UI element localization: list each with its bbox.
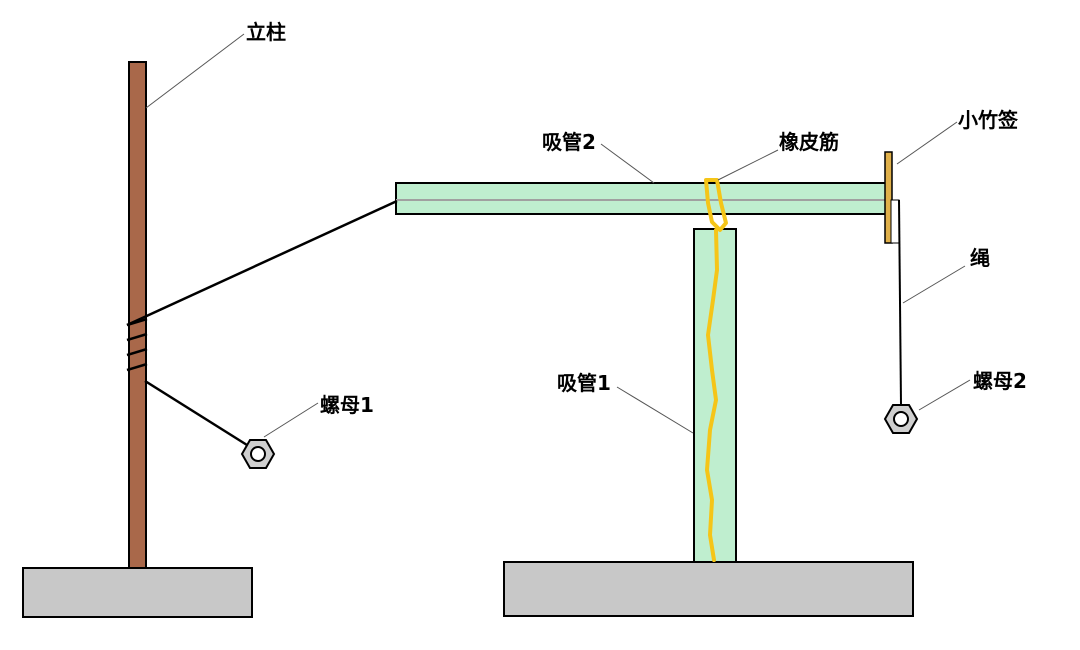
leader-straw2 (600, 143, 655, 184)
rubber-band-strand (705, 228, 719, 562)
bamboo-stick (884, 151, 893, 244)
left-base (22, 567, 253, 618)
leader-straw1 (616, 386, 694, 434)
post (128, 61, 147, 569)
leader-rope (902, 265, 966, 304)
label-rope: 绳 (970, 246, 990, 270)
leader-rubber-band (717, 149, 779, 181)
label-bamboo-stick: 小竹签 (958, 108, 1019, 132)
straw-2 (395, 182, 889, 215)
string-to-nut-1 (144, 379, 248, 447)
string-wrap (126, 332, 148, 342)
rubber-band-loop (704, 178, 728, 232)
leader-post (145, 33, 245, 109)
label-nut2: 螺母2 (973, 369, 1027, 393)
nut-1-hole (250, 446, 266, 462)
label-post: 立柱 (246, 20, 286, 44)
bamboo-stick-shadow (890, 199, 900, 244)
label-straw2: 吸管2 (542, 130, 596, 154)
label-nut1: 螺母1 (320, 393, 374, 417)
leader-nut1 (263, 402, 319, 438)
rope (898, 199, 902, 406)
leader-nut2 (918, 379, 971, 411)
string-wrap (126, 362, 148, 372)
string-wrap (126, 347, 148, 357)
leader-bamboo-stick (896, 121, 958, 165)
nut-2-hole (893, 411, 909, 427)
right-base (503, 561, 914, 617)
string-to-straw (126, 199, 398, 327)
string-wrap (126, 317, 148, 327)
label-straw1: 吸管1 (557, 371, 611, 395)
label-rubber-band: 橡皮筋 (779, 130, 839, 154)
